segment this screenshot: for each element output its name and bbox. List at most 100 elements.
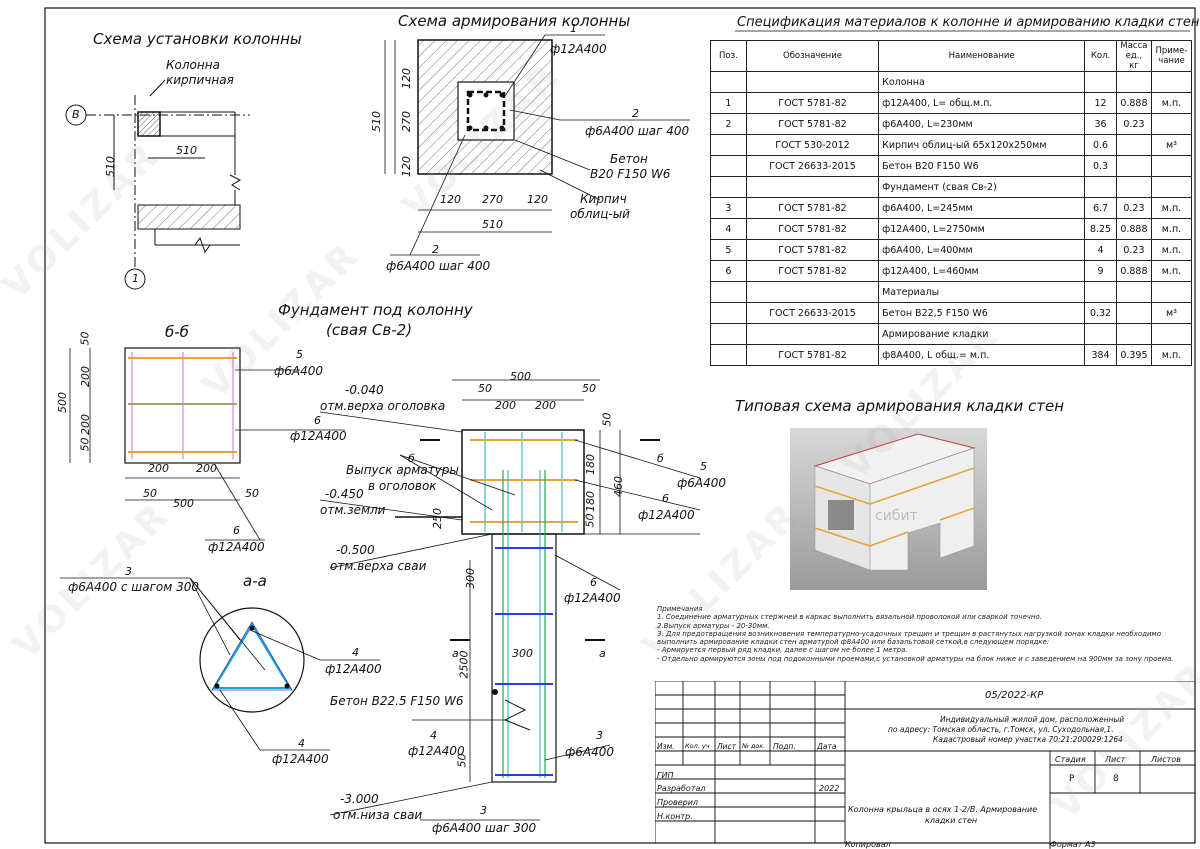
spec-cell-name: Бетон В20 F150 W6 [878,155,1086,177]
brick-label-2: облиц-ый [570,207,630,221]
pile-dim-500: 500 [510,370,531,383]
lvl-pile-top-text: отм.верха сваи [330,559,427,573]
spec-cell-mass [1115,281,1152,303]
copied-label: Копировал [845,840,891,849]
pile-dim-300-h: 300 [512,647,533,660]
spec-cell-code: ГОСТ 5781-82 [745,197,880,219]
spec-row: Колонна [710,71,1193,93]
lvl-ground-text: отм.земли [320,503,386,517]
spec-cell-qty: 0.32 [1084,302,1117,324]
spec-cell-code [745,323,880,345]
bb-pos5-spec: ф6А400 [274,364,324,378]
bb-pos6b-spec: ф12А400 [208,540,265,554]
spec-cell-note [1150,323,1193,345]
spec-cell-pos: 3 [710,197,747,219]
outlet-label-1: Выпуск арматуры [346,463,459,477]
pile-dim-180-b: 180 [584,491,597,512]
masonry-image: сибит [790,428,987,590]
spec-cell-qty [1084,176,1117,198]
sheet-title-2: кладки стен [925,816,978,825]
bb-dim-50-a: 50 [78,331,92,346]
pile-pos6c-num: 6 [590,576,597,589]
pile-dim-300-v: 300 [464,568,477,589]
spec-col-qty: Кол. [1084,40,1117,72]
column-label-1: Колонна [166,58,220,72]
pos1-spec: ф12А400 [550,42,607,56]
pile-pos3b-num: 3 [480,804,487,817]
spec-cell-mass: 0.23 [1115,197,1152,219]
aa-pos4b-num: 4 [298,737,305,750]
role-nkontr: Н.контр. [657,812,693,821]
sheet-title-1: Колонна крыльца в осях 1-2/В. Армировани… [848,805,1038,814]
role-proveril: Проверил [657,798,699,807]
spec-cell-note [1150,71,1193,93]
spec-cell-mass: 0.888 [1115,260,1152,282]
col-date: Дата [817,742,837,751]
pile-pos4-spec: ф12А400 [408,744,465,758]
spec-cell-qty [1084,323,1117,345]
title-spec: Спецификация материалов к колонне и арми… [737,15,1200,30]
spec-col-note: Приме-чание [1150,40,1193,72]
bb-dim-500-v: 500 [56,392,69,413]
spec-cell-pos [710,71,747,93]
role-gip: ГИП [657,771,674,780]
spec-col-mass: Масса ед., кг [1115,40,1152,72]
spec-cell-mass [1115,155,1152,177]
spec-cell-name: ф8А400, L общ.= м.п. [878,344,1086,366]
dim-270-h: 270 [482,193,503,206]
note-line: - Армируется первый ряд кладки, далее с … [657,646,908,655]
bb-dim-50-c: 50 [143,487,157,500]
spec-cell-mass: 0.23 [1115,239,1152,261]
spec-cell-pos [710,155,747,177]
spec-cell-code: ГОСТ 5781-82 [745,239,880,261]
outlet-label-2: в оголовок [368,479,437,493]
pile-dim-50-v: 50 [600,412,614,427]
spec-cell-code: ГОСТ 530-2012 [745,134,880,156]
spec-cell-note [1150,281,1193,303]
spec-cell-name: Колонна [878,71,1086,93]
spec-cell-pos: 2 [710,113,747,135]
spec-cell-mass [1115,71,1152,93]
spec-cell-note: м.п. [1150,344,1193,366]
lvl-pile-bot-text: отм.низа сваи [333,808,423,822]
spec-cell-note: м³ [1150,302,1193,324]
year: 2022 [819,784,840,793]
spec-cell-pos [710,302,747,324]
spec-cell-pos: 1 [710,92,747,114]
masonry-render: сибит [813,433,976,571]
spec-cell-qty [1084,71,1117,93]
spec-cell-pos [710,176,747,198]
title-foundation: Фундамент под колонну [278,301,473,319]
lvl-pile-top: -0.500 [336,543,375,557]
bb-dim-200-c: 200 [148,462,169,475]
dim-120-left: 120 [440,193,461,206]
project-line-1: Индивидуальный жилой дом, расположенный [940,715,1125,724]
section-aa [60,577,380,751]
col-doc: № док. [742,742,766,750]
beton-label-2: В20 F150 W6 [590,167,671,181]
spec-cell-mass [1115,323,1152,345]
spec-cell-note: м.п. [1150,92,1193,114]
spec-cell-qty: 0.6 [1084,134,1117,156]
spec-cell-code [745,281,880,303]
pile-dim-2500: 2500 [457,650,471,679]
spec-cell-note: м.п. [1150,218,1193,240]
aa-pos3-spec: ф6А400 с шагом 300 [68,580,199,594]
pile-pos6-spec: ф12А400 [638,508,695,522]
spec-col-pos: Поз. [710,40,747,72]
spec-cell-pos: 5 [710,239,747,261]
bb-dim-500-h: 500 [173,497,194,510]
col-list: Лист [717,742,737,751]
spec-cell-qty: 384 [1084,344,1117,366]
spec-cell-pos [710,134,747,156]
spec-cell-mass: 0.395 [1115,344,1152,366]
brick-label-1: Кирпич [580,192,627,206]
spec-cell-mass: 0.23 [1115,113,1152,135]
spec-cell-note [1150,113,1193,135]
spec-col-name: Наименование [878,40,1086,72]
title-block-grid [655,681,1195,849]
